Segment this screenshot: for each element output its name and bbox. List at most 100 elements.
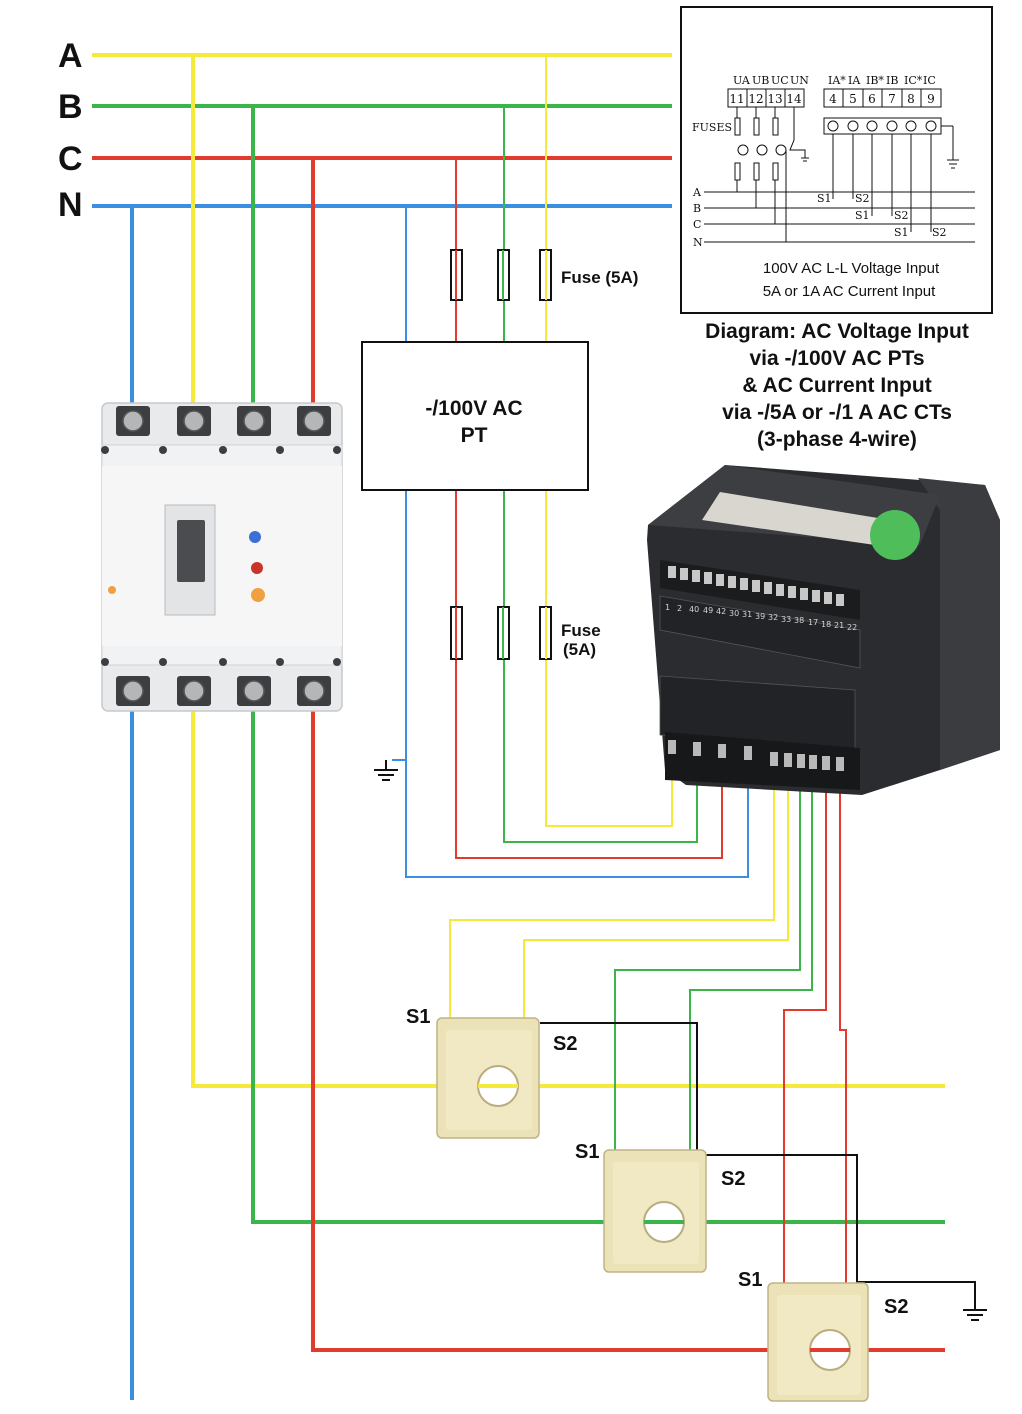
breaker-top-terminals	[116, 406, 331, 436]
power-meter: 1 2 40 49 42 30 31 39 32 33 38 17 18 21 …	[647, 465, 1000, 795]
ct-a-s1-label: S1	[406, 1006, 430, 1028]
breaker-test-button-red	[251, 562, 263, 574]
ground-icon	[374, 760, 398, 781]
caption-line: via -/100V AC PTs	[749, 347, 925, 370]
caption-line: Diagram: AC Voltage Input	[705, 320, 969, 343]
circuit-breaker	[101, 402, 343, 712]
pt-box	[361, 341, 589, 491]
svg-text:39: 39	[755, 612, 765, 621]
wire-c-out	[311, 700, 945, 1352]
inset-current-header: IA	[848, 74, 861, 87]
inset-ct-label: S1	[855, 209, 870, 222]
svg-text:17: 17	[808, 618, 818, 627]
ct-b-s2-wire	[689, 770, 813, 1155]
breaker-handle	[177, 520, 205, 582]
fuse-top-label: Fuse (5A)	[561, 268, 638, 287]
inset-bus-label: B	[693, 202, 701, 215]
fuses-top	[450, 249, 552, 301]
fuses-bottom	[450, 606, 552, 660]
caption-line: & AC Current Input	[742, 374, 932, 397]
breaker-test-button-orange	[251, 588, 265, 602]
inset-voltage-terminal: 13	[767, 92, 782, 106]
inset-bus-label: N	[693, 236, 703, 249]
pt-label-2: PT	[461, 424, 488, 447]
svg-text:21: 21	[834, 621, 844, 630]
inset-current-terminal: 9	[927, 92, 935, 106]
inset-voltage-header: UN	[790, 74, 809, 87]
inset-voltage-header: UA	[733, 74, 751, 87]
inset-current-terminal: 7	[888, 92, 896, 106]
pt-label-1: -/100V AC	[425, 397, 522, 420]
ct-c-s1-wire	[783, 770, 827, 1285]
current-transformer-c	[767, 1282, 869, 1402]
ct-b-s1-wire	[614, 770, 801, 1155]
ground-icon	[963, 1305, 987, 1321]
current-transformer-a	[436, 1017, 540, 1139]
inset-current-header: IC*	[904, 74, 923, 87]
inset-bus-label: A	[692, 186, 702, 199]
inset-fuses-label: FUSES	[692, 121, 732, 134]
meter-cert-sticker	[870, 510, 920, 560]
phase-label-b: B	[58, 88, 83, 126]
ct-b-s2-label: S2	[721, 1168, 745, 1190]
svg-text:1: 1	[665, 603, 670, 612]
breaker-bottom-terminals	[116, 676, 331, 706]
inset-bus-label: C	[693, 218, 701, 231]
phase-label-c: C	[58, 140, 83, 178]
inset-note-voltage: 100V AC L-L Voltage Input	[763, 260, 940, 277]
svg-text:31: 31	[742, 610, 752, 619]
inset-ct-label: S2	[855, 192, 870, 205]
caption-line: (3-phase 4-wire)	[757, 428, 917, 451]
wire-b-out	[251, 700, 945, 1224]
svg-text:2: 2	[677, 604, 682, 613]
inset-voltage-terminal: 12	[748, 92, 763, 106]
svg-text:22: 22	[847, 623, 857, 632]
inset-ct-label: S1	[817, 192, 832, 205]
svg-text:40: 40	[689, 605, 699, 614]
phase-label-a: A	[58, 37, 83, 75]
svg-text:33: 33	[781, 615, 791, 624]
pt-n-to-meter	[405, 760, 749, 878]
pt-b-to-meter	[503, 490, 698, 843]
inset-voltage-header: UB	[752, 74, 769, 87]
current-transformer-b	[603, 1149, 707, 1273]
fuse-bottom-label-1: Fuse	[561, 621, 601, 640]
ct-a-s1-wire	[449, 770, 775, 1020]
diagram-caption: Diagram: AC Voltage Input via -/100V AC …	[690, 318, 984, 453]
svg-text:32: 32	[768, 613, 778, 622]
ct-b-s1-label: S1	[575, 1141, 599, 1163]
inset-voltage-terminal: 11	[729, 92, 744, 106]
inset-schematic: UA UB UC UN IA* IA IB* IB IC* IC 11 12 1…	[680, 6, 993, 314]
wire-a-out	[191, 700, 945, 1088]
inset-voltage-terminal: 14	[786, 92, 802, 106]
inset-current-terminal: 5	[849, 92, 857, 106]
inset-current-header: IC	[923, 74, 936, 87]
inset-ct-label: S2	[932, 226, 947, 239]
svg-text:38: 38	[794, 616, 804, 625]
inset-current-terminal: 6	[868, 92, 876, 106]
inset-current-terminal: 4	[829, 92, 837, 106]
inset-current-header: IB	[886, 74, 898, 87]
svg-text:49: 49	[703, 606, 713, 615]
fuse-bottom-label-2: (5A)	[563, 640, 596, 659]
ct-c-s1-label: S1	[738, 1269, 762, 1291]
inset-voltage-header: UC	[771, 74, 789, 87]
svg-text:18: 18	[821, 620, 831, 629]
caption-line: via -/5A or -/1 A AC CTs	[722, 401, 952, 424]
meter-terminal-numbers: 1 2 40 49 42 30 31 39 32 33 38 17 18 21 …	[665, 603, 857, 632]
inset-current-terminal: 8	[907, 92, 915, 106]
svg-text:30: 30	[729, 609, 739, 618]
phase-label-n: N	[58, 186, 83, 224]
pt-c-to-meter	[455, 490, 723, 859]
inset-note-current: 5A or 1A AC Current Input	[763, 283, 936, 300]
ct-a-s2-wire	[523, 770, 789, 1020]
ct-c-s2-wire	[839, 770, 847, 1285]
ct-a-s2-label: S2	[553, 1033, 577, 1055]
inset-ct-label: S1	[894, 226, 909, 239]
inset-ct-label: S2	[894, 209, 909, 222]
inset-current-header: IB*	[866, 74, 884, 87]
inset-current-header: IA*	[828, 74, 846, 87]
pt-n-ground-wire	[392, 490, 407, 761]
ct-s2-common-wire	[540, 1022, 976, 1305]
